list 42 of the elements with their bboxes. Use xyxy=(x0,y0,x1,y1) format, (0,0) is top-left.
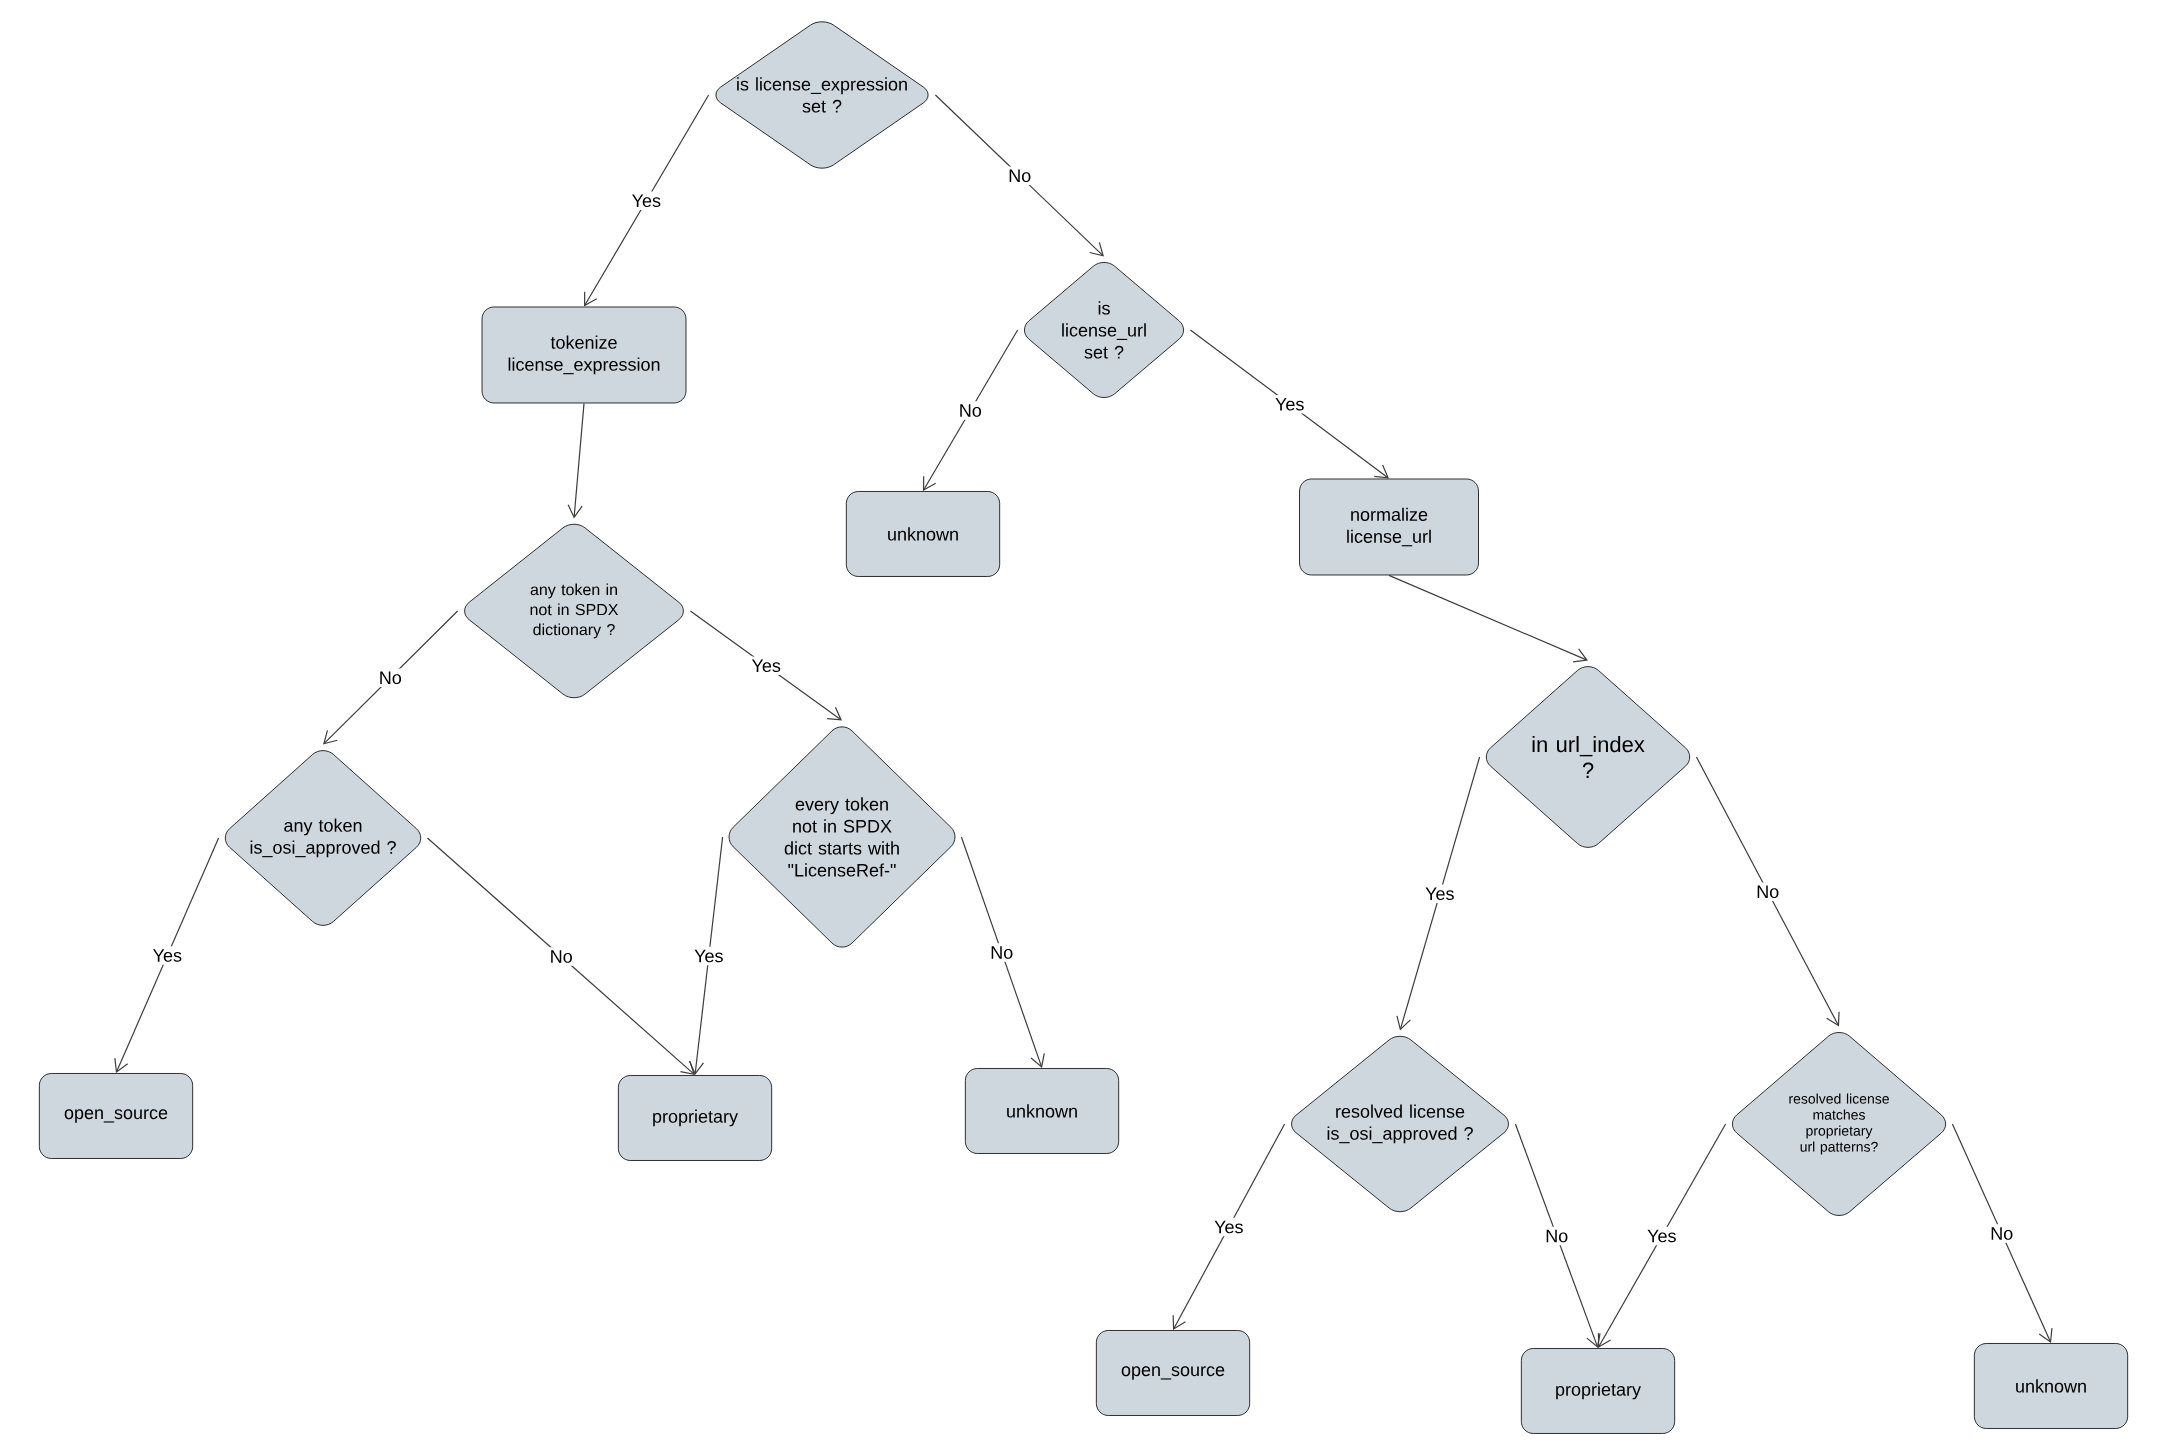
process-box: normalize license_url xyxy=(1299,478,1479,576)
process-box: unknown xyxy=(845,491,1001,577)
edge-label: No xyxy=(1987,1224,2017,1243)
arrow xyxy=(1388,574,1588,663)
edge-label: Yes xyxy=(1644,1226,1680,1246)
arrow xyxy=(1514,1123,1601,1349)
edge-label: Yes xyxy=(691,946,727,966)
process-box: open_source xyxy=(38,1073,194,1159)
arrow xyxy=(567,402,585,519)
arrow xyxy=(1597,1123,1727,1349)
edge-label: Yes xyxy=(628,191,664,211)
edge-label: No xyxy=(546,947,576,966)
edge-label: No xyxy=(375,668,405,688)
arrow xyxy=(1951,1123,2053,1344)
process-box: open_source xyxy=(1095,1330,1251,1416)
arrow xyxy=(584,94,710,307)
edge-label: No xyxy=(987,943,1017,962)
process-box: proprietary xyxy=(1520,1348,1676,1434)
edge-label: Yes xyxy=(1211,1217,1247,1237)
arrow xyxy=(960,836,1045,1069)
arrow xyxy=(1695,756,1840,1027)
edge-label: Yes xyxy=(1272,395,1308,414)
edge-label: No xyxy=(1005,166,1035,186)
arrow xyxy=(323,610,459,745)
arrow xyxy=(923,329,1019,492)
arrow xyxy=(934,94,1104,257)
arrow xyxy=(1172,1123,1286,1331)
process-box: proprietary xyxy=(617,1075,773,1161)
process-box: unknown xyxy=(1973,1343,2129,1429)
edge-label: No xyxy=(955,401,985,420)
arrow xyxy=(1396,756,1481,1031)
arrow xyxy=(689,836,724,1076)
arrow xyxy=(1189,329,1389,479)
process-box: tokenize license_expression xyxy=(481,306,687,404)
edge-label: Yes xyxy=(1422,884,1458,904)
process-box: unknown xyxy=(964,1068,1120,1154)
edge-label: Yes xyxy=(149,946,185,965)
arrow xyxy=(426,837,695,1076)
arrow xyxy=(114,837,220,1074)
edge-label: No xyxy=(1542,1226,1572,1246)
edge-label: Yes xyxy=(748,656,784,676)
edge-label: No xyxy=(1753,882,1783,902)
